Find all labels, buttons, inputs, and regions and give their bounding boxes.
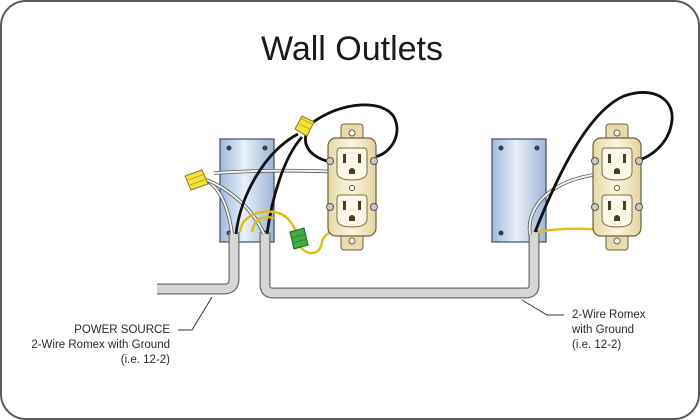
wire-nut-yellow-left (184, 169, 209, 191)
romex-leader (521, 299, 564, 316)
diagram-title: Wall Outlets (260, 30, 443, 68)
romex-cable-type: 2-Wire Romex (572, 309, 646, 321)
romex-cable-power-source (157, 232, 240, 295)
romex-cable-gauge: (i.e. 12-2) (572, 339, 622, 351)
power-source-label: POWER SOURCE 2-Wire Romex with Ground (i… (12, 323, 170, 368)
neutral-wires-left (201, 168, 341, 235)
duplex-outlet-right (591, 123, 643, 251)
wire-nut-yellow-top (294, 115, 315, 137)
neutral-wires-right (527, 172, 601, 235)
power-source-title: POWER SOURCE (74, 324, 170, 336)
power-source-leader (178, 296, 213, 331)
romex-label: 2-Wire Romex with Ground (i.e. 12-2) (572, 308, 682, 353)
romex-cable-between-boxes (259, 232, 540, 299)
romex-cable-ground: with Ground (572, 324, 635, 336)
wire-nut-green (289, 227, 309, 250)
power-source-cable-type: 2-Wire Romex with Ground (31, 339, 170, 351)
duplex-outlet-left (326, 123, 378, 251)
hot-wire-right (533, 91, 674, 233)
power-source-cable-gauge: (i.e. 12-2) (120, 354, 170, 366)
